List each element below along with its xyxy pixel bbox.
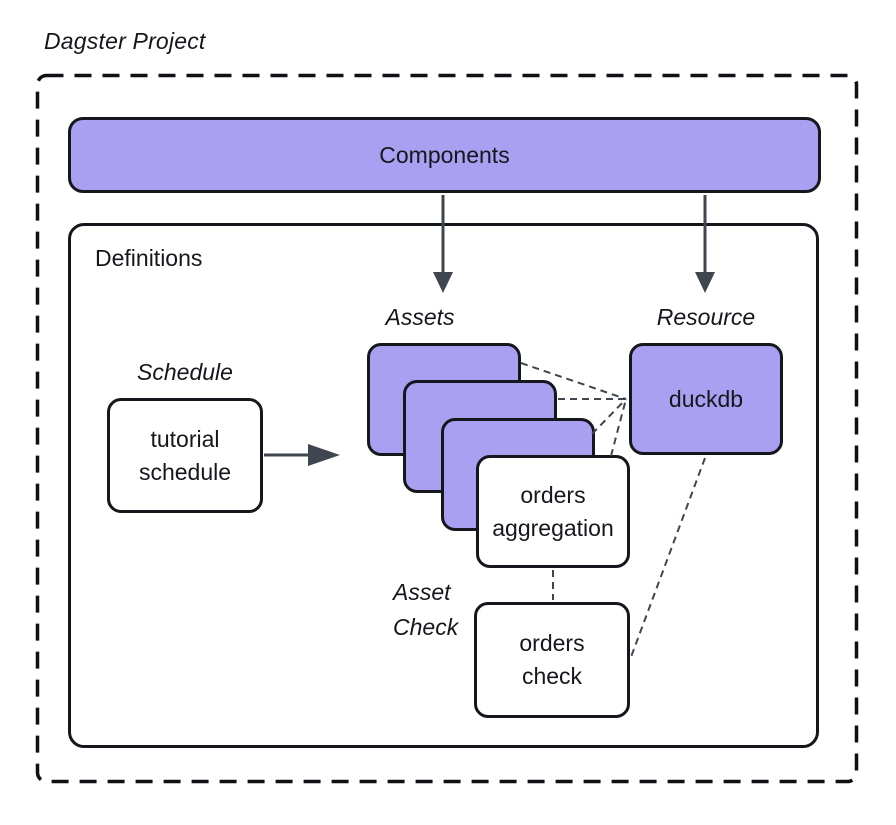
orders-aggregation-line-2: aggregation	[492, 514, 614, 541]
components-bar: Components	[68, 117, 821, 193]
assets-group-label: Assets	[385, 304, 455, 330]
orders-check-line-1: orders	[519, 630, 585, 656]
tutorial-schedule-node: tutorial schedule	[107, 398, 263, 513]
duckdb-resource-node: duckdb	[629, 343, 783, 455]
resource-group-label: Resource	[656, 304, 756, 330]
orders-aggregation-line-1: orders	[520, 481, 586, 508]
components-label: Components	[379, 141, 510, 168]
tutorial-schedule-line-2: schedule	[138, 458, 232, 485]
tutorial-schedule-line-1: tutorial	[150, 425, 220, 452]
diagram-title: Dagster Project	[44, 28, 206, 54]
orders-aggregation-node: orders aggregation	[476, 455, 630, 568]
orders-check-line-2: check	[521, 663, 583, 689]
orders-check-node: orders check	[474, 602, 630, 718]
definitions-label: Definitions	[95, 245, 203, 271]
schedule-group-label: Schedule	[137, 359, 233, 385]
duckdb-label: duckdb	[668, 385, 744, 412]
